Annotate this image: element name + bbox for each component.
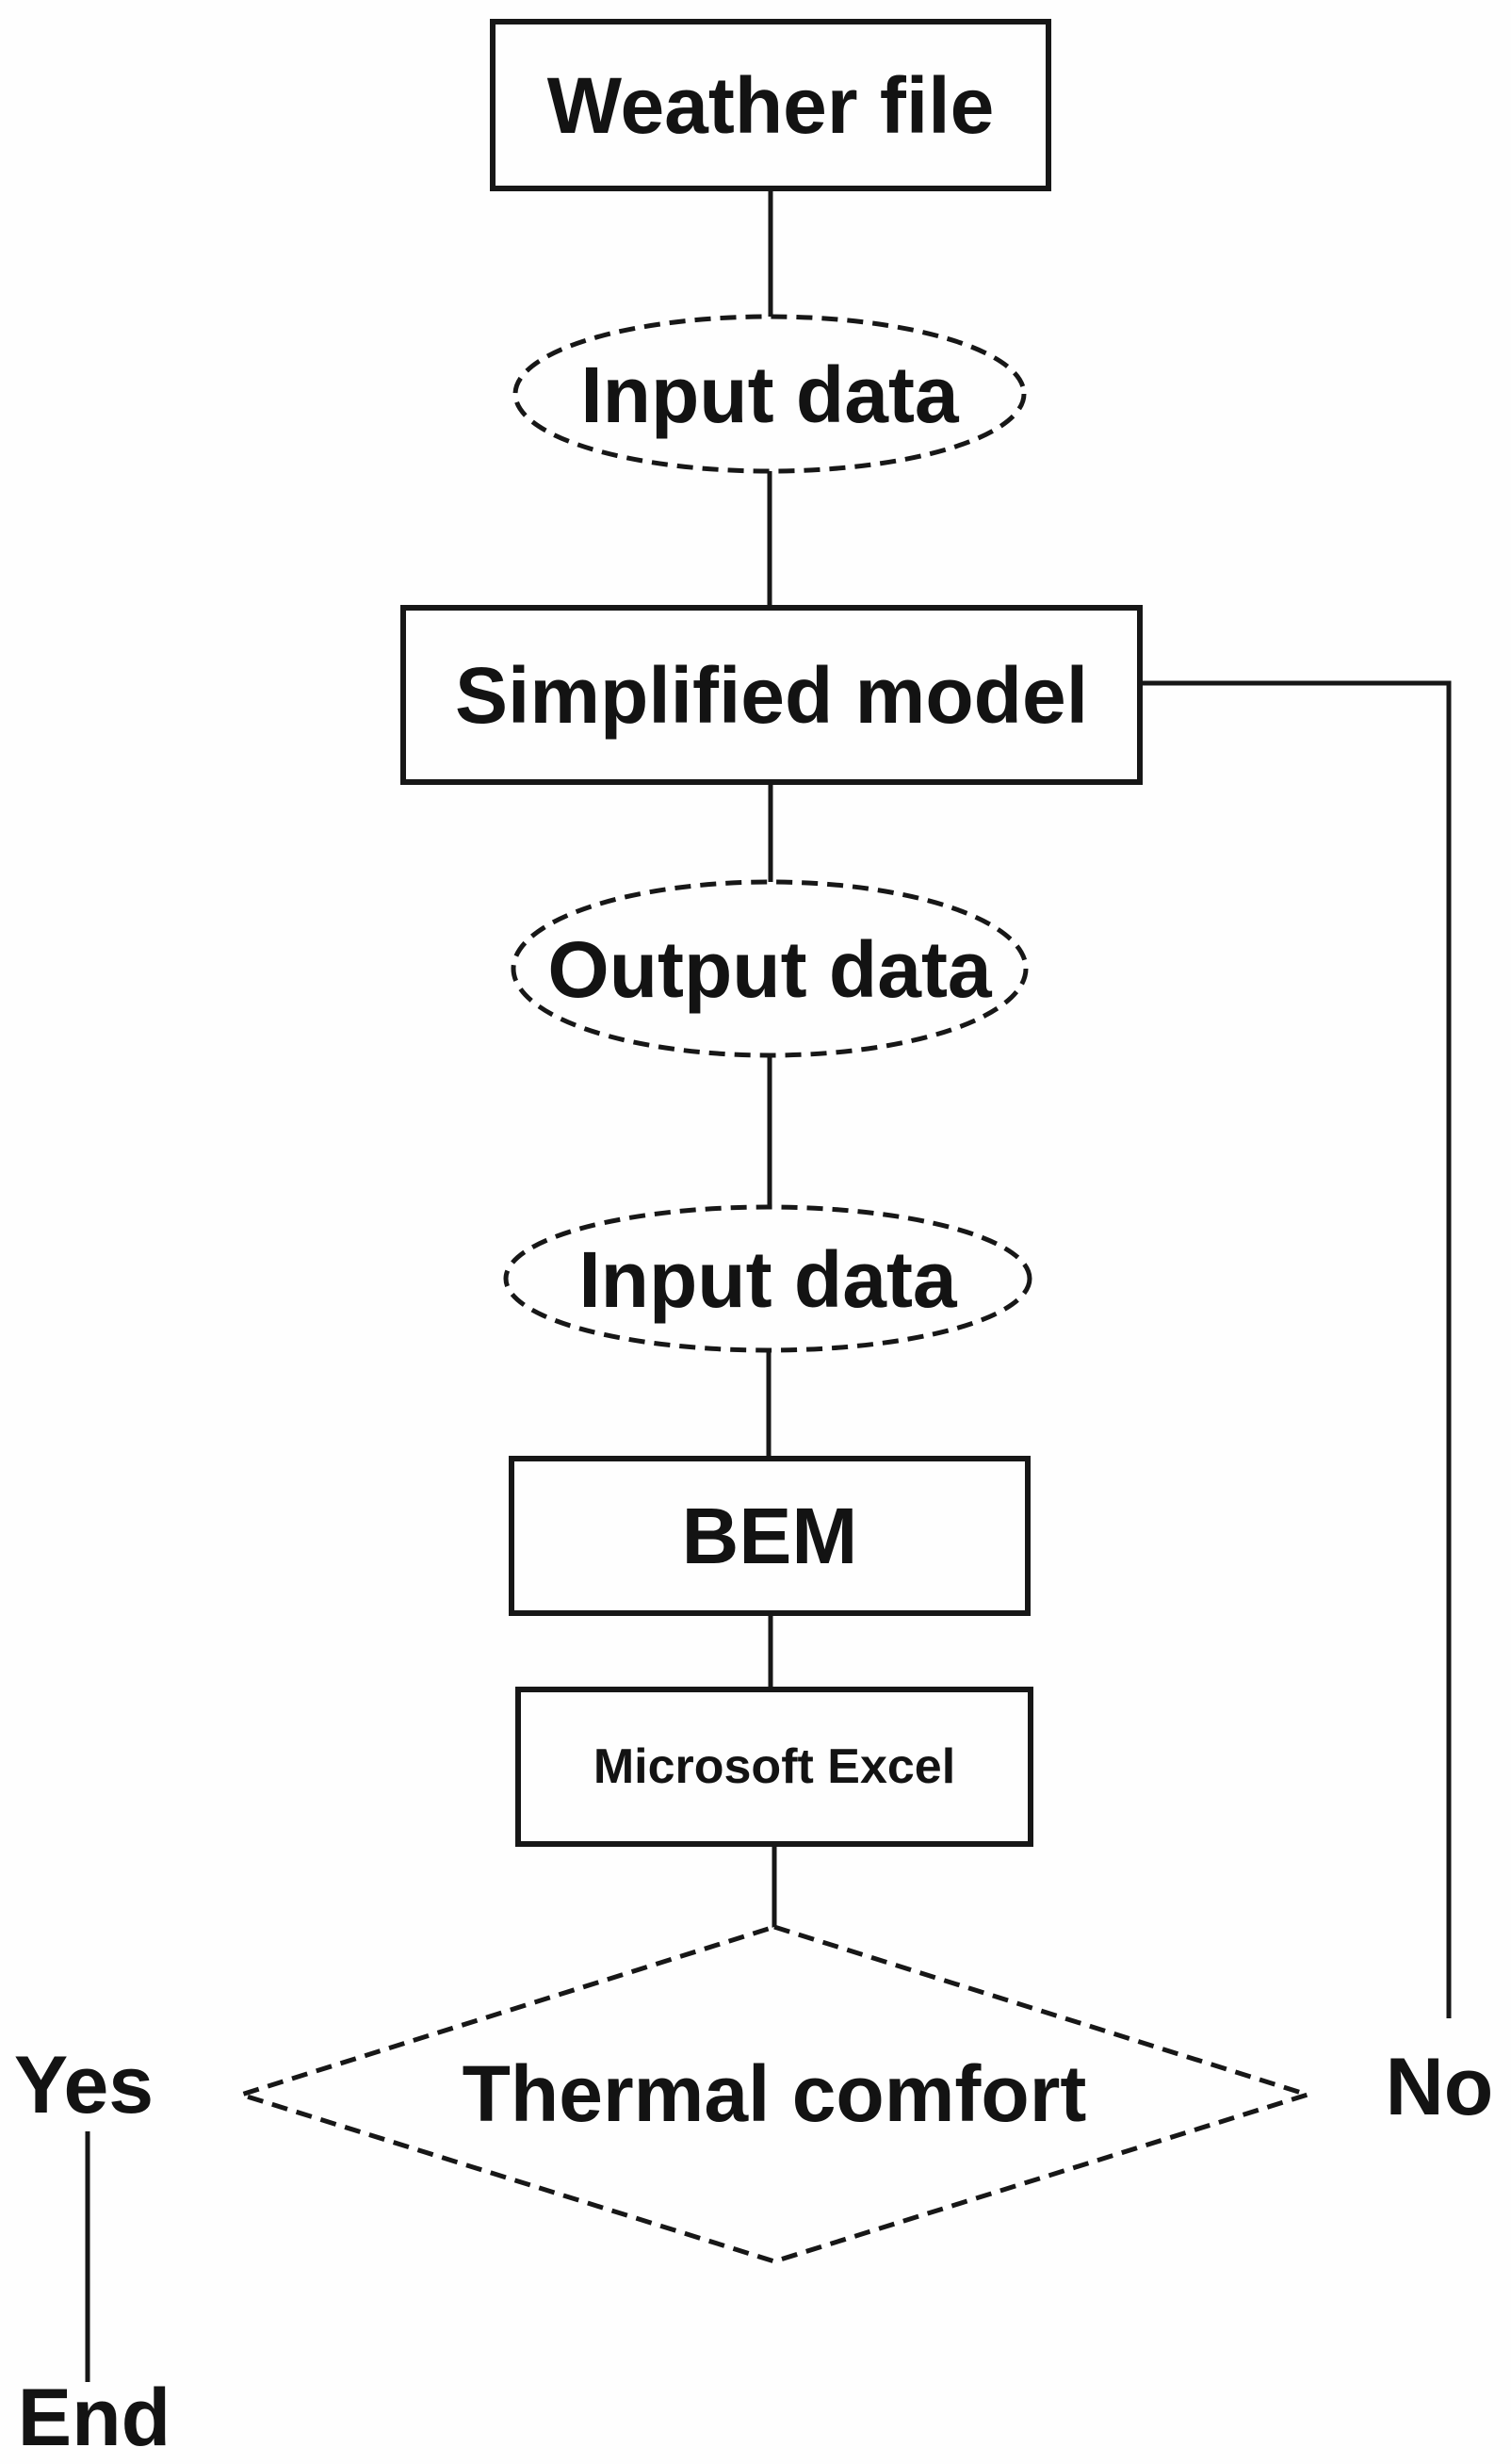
node-weather-file: Weather file <box>546 60 995 150</box>
microsoft-excel-box <box>515 1687 1033 1847</box>
output-data-ellipse <box>511 879 1029 1058</box>
bem-box <box>509 1456 1031 1616</box>
feedback-line-no <box>1138 680 1452 2018</box>
thermal-comfort-diamond <box>233 1924 1316 2264</box>
node-bem: BEM <box>681 1492 858 1580</box>
node-input-data-bottom: Input data <box>578 1234 957 1324</box>
input-data-top-ellipse <box>512 314 1027 474</box>
branch-label-no: No <box>1385 2042 1494 2132</box>
terminal-label-end: End <box>17 2373 171 2463</box>
branch-label-yes: Yes <box>13 2040 154 2130</box>
node-input-data-top: Input data <box>580 350 959 439</box>
node-thermal-comfort: Thermal comfort <box>462 2049 1087 2138</box>
simplified-model-box <box>400 605 1143 785</box>
node-microsoft-excel: Microsoft Excel <box>593 1739 956 1794</box>
node-simplified-model: Simplified model <box>454 650 1089 740</box>
weather-file-box <box>490 19 1051 191</box>
input-data-bottom-ellipse <box>503 1204 1032 1353</box>
node-output-data: Output data <box>547 924 992 1014</box>
